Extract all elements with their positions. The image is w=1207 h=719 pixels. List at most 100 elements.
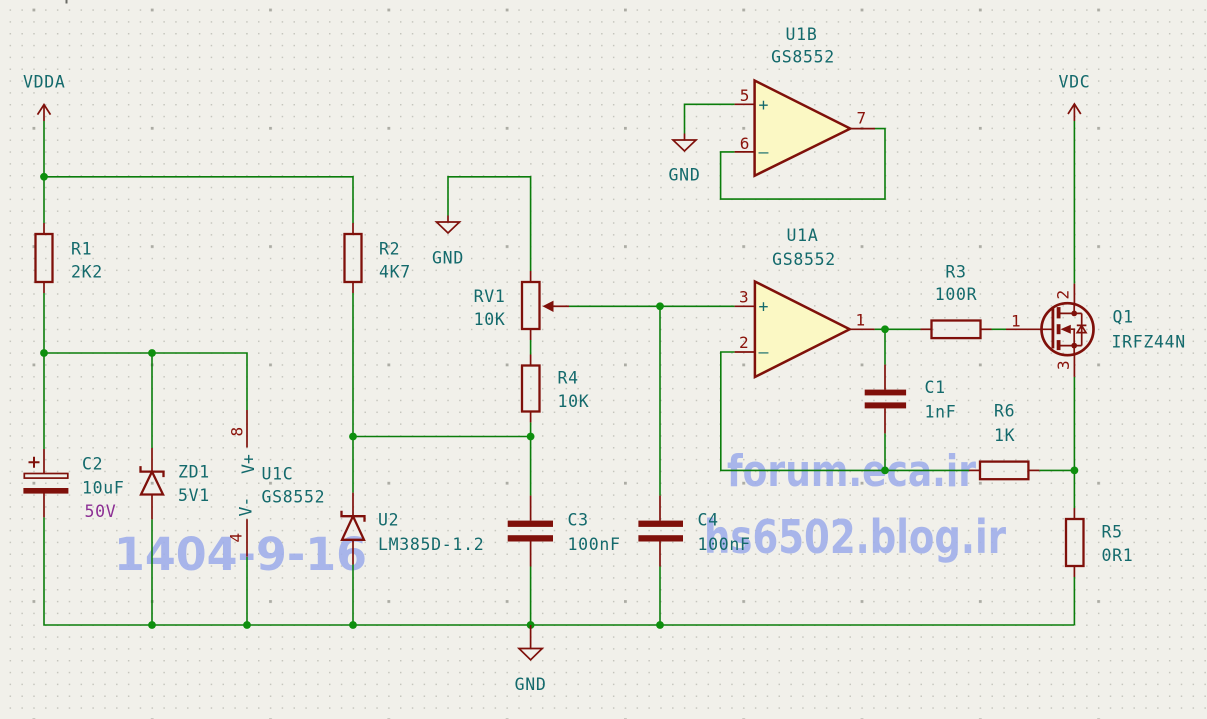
component-U1B: + – 5 6 7 U1B GS8552 bbox=[734, 25, 875, 178]
U1B-pin5: 5 bbox=[740, 86, 750, 105]
U1A-pin1: 1 bbox=[856, 311, 866, 330]
source-arrow-icon bbox=[1060, 324, 1071, 334]
U1A-pin3: 3 bbox=[739, 288, 749, 307]
component-C4: C4 100nF bbox=[638, 495, 750, 567]
junction bbox=[881, 325, 889, 334]
cap-plate-top bbox=[23, 472, 69, 479]
U1A-value: GS8552 bbox=[772, 250, 836, 269]
ZD1-value: 5V1 bbox=[178, 486, 210, 505]
R5-ref: R5 bbox=[1102, 523, 1123, 542]
RV1-ref: RV1 bbox=[474, 287, 506, 306]
cap-plate-top bbox=[638, 520, 683, 527]
ZD1-ref: ZD1 bbox=[178, 463, 210, 482]
C3-value: 100nF bbox=[568, 535, 621, 554]
junctions bbox=[40, 172, 1079, 629]
R2-ref: R2 bbox=[379, 240, 400, 259]
junction bbox=[656, 621, 664, 629]
junction bbox=[349, 432, 357, 441]
resistor-body bbox=[520, 364, 541, 413]
cropped-artifact bbox=[65, 0, 68, 4]
junction bbox=[40, 172, 48, 181]
component-R6: R6 1K bbox=[969, 402, 1040, 481]
power-vdda: VDDA bbox=[23, 73, 65, 121]
gnd1-label: GND bbox=[432, 249, 464, 268]
component-C1: C1 1nF bbox=[864, 364, 957, 434]
component-R1: R1 2K2 bbox=[34, 223, 103, 293]
wire-u1a-feedback bbox=[719, 351, 969, 472]
junction bbox=[148, 349, 156, 357]
gnd2-triangle-icon bbox=[670, 139, 699, 153]
wire-top-rail bbox=[44, 176, 354, 223]
C2-value: 10uF bbox=[82, 479, 125, 498]
Q1-pin2: 2 bbox=[1054, 290, 1073, 300]
wiper-arrow-icon bbox=[542, 300, 554, 312]
gnd3-label: GND bbox=[515, 675, 547, 694]
R1-value: 2K2 bbox=[71, 263, 103, 282]
U1B-plus: + bbox=[759, 96, 769, 115]
wire-u1b-feedback bbox=[719, 127, 886, 200]
Q1-ref: Q1 bbox=[1113, 308, 1134, 327]
component-U2: U2 LM385D-1.2 bbox=[340, 492, 484, 565]
component-R2: R2 4K7 bbox=[343, 223, 411, 293]
C4-ref: C4 bbox=[698, 511, 719, 530]
U1B-ref: U1B bbox=[786, 25, 818, 44]
C2-voltage: 50V bbox=[85, 502, 117, 521]
component-R4: R4 10K bbox=[520, 354, 590, 423]
resistor-body bbox=[978, 460, 1030, 481]
resistor-body bbox=[343, 232, 363, 284]
power-gnd-3: GND bbox=[515, 625, 547, 694]
C2-ref: C2 bbox=[82, 455, 103, 474]
component-R3: R3 100R bbox=[920, 263, 992, 340]
inner-node-dot bbox=[1071, 342, 1078, 349]
zener-triangle bbox=[139, 468, 165, 496]
C1-value: 1nF bbox=[925, 403, 957, 422]
component-U1C: 8 4 V+ V- U1C GS8552 bbox=[227, 410, 325, 557]
R5-value: 0R1 bbox=[1102, 546, 1134, 565]
junction bbox=[1070, 466, 1079, 475]
body-link bbox=[1070, 313, 1083, 346]
component-C3: C3 100nF bbox=[507, 495, 621, 567]
C1-ref: C1 bbox=[925, 378, 946, 397]
R4-ref: R4 bbox=[558, 369, 579, 388]
cap-plate-bottom bbox=[638, 535, 683, 542]
wire-left-node bbox=[44, 352, 248, 410]
cap-plate-bottom bbox=[23, 488, 69, 494]
junction bbox=[40, 349, 48, 357]
R2-value: 4K7 bbox=[379, 263, 411, 282]
wire-c2-bottom-rail bbox=[43, 517, 1075, 626]
junction bbox=[526, 432, 535, 441]
Q1-value: IRFZ44N bbox=[1112, 333, 1186, 352]
component-R5: R5 0R1 bbox=[1064, 508, 1134, 577]
R4-value: 10K bbox=[558, 392, 590, 411]
R3-value: 100R bbox=[935, 285, 978, 304]
junction bbox=[881, 466, 889, 475]
resistor-body bbox=[1064, 517, 1085, 568]
watermark-site-bottom: hs6502.blog.ir bbox=[704, 510, 1006, 564]
U2-value: LM385D-1.2 bbox=[378, 535, 484, 554]
gnd1-triangle-icon bbox=[434, 221, 462, 235]
opamp-triangle bbox=[753, 78, 854, 178]
cap-plate-top bbox=[864, 389, 907, 396]
watermark-site-top: forum.eca.ir bbox=[727, 446, 976, 497]
resistor-body bbox=[930, 319, 982, 340]
U1B-value: GS8552 bbox=[771, 48, 835, 67]
cap-plate-bottom bbox=[864, 402, 907, 409]
wire-gnd1-rail bbox=[447, 176, 532, 271]
U1C-vplus-name: V+ bbox=[239, 454, 258, 474]
inner-node-dot bbox=[1071, 310, 1078, 317]
watermarks: 1404-9-16 forum.eca.ir hs6502.blog.ir bbox=[114, 446, 1006, 581]
wires bbox=[43, 103, 1076, 626]
component-C2: C2 10uF 50V bbox=[23, 449, 124, 521]
U1A-plus: + bbox=[759, 297, 769, 316]
potentiometer-body bbox=[520, 280, 541, 331]
RV1-value: 10K bbox=[474, 310, 506, 329]
junction bbox=[349, 621, 357, 629]
U1C-ref: U1C bbox=[262, 465, 294, 484]
R3-ref: R3 bbox=[945, 263, 966, 282]
U1C-pin4: 4 bbox=[227, 533, 246, 543]
U1A-ref: U1A bbox=[787, 226, 819, 245]
U1B-pin7: 7 bbox=[857, 109, 867, 128]
cap-plate-bottom bbox=[507, 535, 553, 542]
